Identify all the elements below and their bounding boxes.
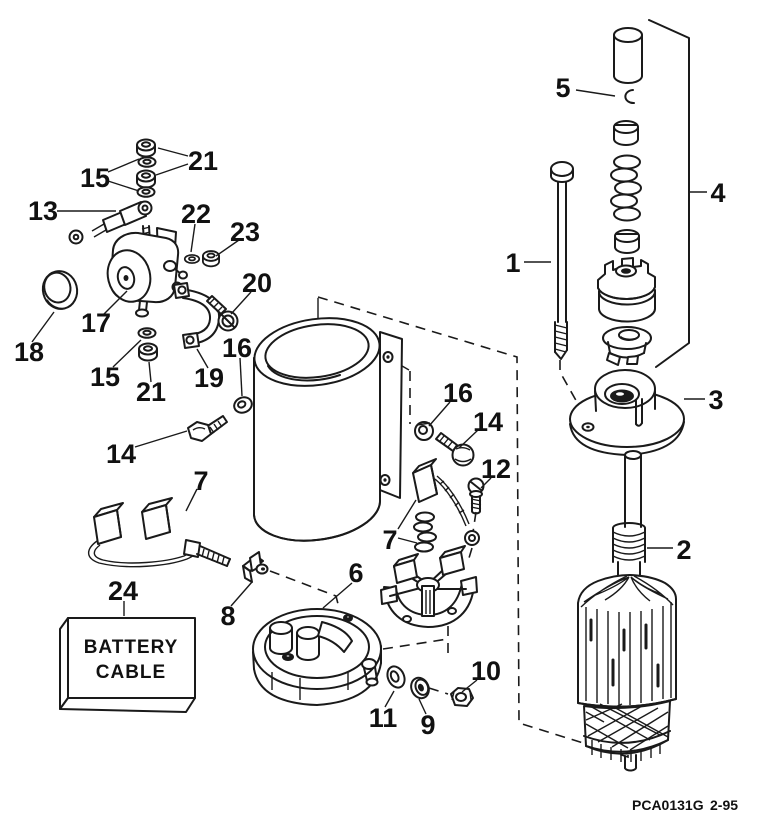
- part-code: PCA0131G 2-95: [632, 797, 738, 813]
- callout-17: 17: [81, 308, 111, 338]
- part-code-text: PCA0131G: [632, 797, 704, 813]
- bolt-14-left: [187, 415, 228, 442]
- brush-kit-left-7: [87, 497, 231, 568]
- drive-end-head-3: [569, 369, 685, 456]
- callout-23: 23: [230, 217, 260, 247]
- callout-16a: 16: [222, 333, 252, 363]
- callout-9: 9: [420, 710, 435, 740]
- battery-cable-text-line2: CABLE: [96, 662, 166, 683]
- brush-kit-right-7: [412, 458, 480, 553]
- callout-22: 22: [181, 199, 211, 229]
- fastener-stack: [136, 138, 157, 198]
- callout-15b: 15: [90, 362, 120, 392]
- armature-2: [577, 450, 677, 708]
- callout-11: 11: [369, 703, 398, 733]
- leader-lines: [31, 89, 707, 715]
- callout-13: 13: [28, 196, 58, 226]
- callout-6: 6: [348, 558, 363, 588]
- callout-5: 5: [555, 73, 570, 103]
- clamp-19: [173, 282, 221, 349]
- spacer-upper: [613, 120, 639, 146]
- callout-labels: 1 2 3 4 5 6 7 7 8 9 10 11 12 13 14 14 15…: [14, 73, 726, 740]
- callout-7b: 7: [382, 525, 397, 555]
- revision-text: 2-95: [710, 797, 738, 813]
- callout-7a: 7: [193, 466, 208, 496]
- callout-21a: 21: [188, 146, 218, 176]
- battery-cable-box: BATTERY CABLE: [59, 617, 196, 713]
- bolt-14-right: [435, 432, 475, 467]
- callout-18: 18: [14, 337, 44, 367]
- callout-16b: 16: [443, 378, 473, 408]
- thru-bolt-axis-dash: [559, 360, 588, 421]
- callout-24: 24: [108, 576, 138, 606]
- callout-20: 20: [242, 268, 272, 298]
- callout-4: 4: [710, 178, 725, 208]
- pinion-stop-collar: [602, 326, 652, 366]
- end-cap-6: [252, 608, 382, 706]
- pinion-gear: [597, 257, 657, 323]
- callout-15a: 15: [80, 163, 110, 193]
- callout-12: 12: [481, 454, 511, 484]
- solenoid-17: [106, 225, 188, 318]
- callout-3: 3: [708, 385, 723, 415]
- group-bracket-4: [648, 19, 690, 368]
- callout-14a: 14: [106, 439, 136, 469]
- bracket-flange: [379, 331, 403, 499]
- nut-align-dash: [428, 687, 449, 695]
- callout-10: 10: [471, 656, 501, 686]
- commutator: [583, 700, 671, 772]
- drive-end-cap: [613, 27, 643, 84]
- washer-16-right: [414, 421, 434, 441]
- callout-21b: 21: [136, 377, 166, 407]
- callout-19: 19: [194, 363, 224, 393]
- washer-16-left: [233, 396, 253, 414]
- callout-2: 2: [676, 535, 691, 565]
- retaining-ring-18: [41, 270, 79, 310]
- battery-cable-text-line1: BATTERY: [84, 637, 179, 658]
- brush-plate: [380, 545, 478, 628]
- retainer-clip-5: [624, 89, 635, 105]
- thru-bolt-1: [550, 161, 574, 360]
- callout-14b: 14: [473, 407, 503, 437]
- nut-10: [450, 687, 474, 707]
- clip-8: [242, 551, 269, 583]
- washer-9: [410, 676, 430, 700]
- motor-frame-cylinder: [253, 317, 382, 542]
- callout-1: 1: [505, 248, 520, 278]
- spacer-lower: [614, 229, 640, 254]
- callout-8: 8: [220, 601, 235, 631]
- cable-13: [68, 200, 153, 245]
- screw-20: [206, 295, 239, 332]
- washer-11: [386, 665, 406, 689]
- plate-align-dash: [382, 626, 449, 657]
- drive-spring: [610, 154, 642, 222]
- screw-12: [467, 477, 485, 515]
